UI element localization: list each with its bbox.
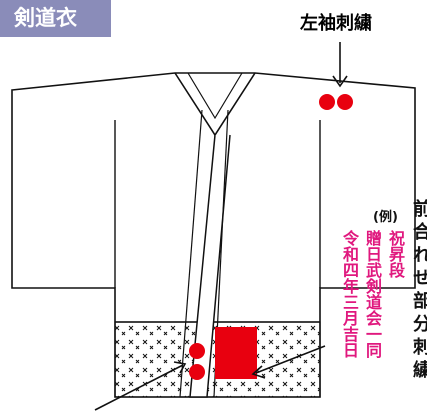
sleeve-embroidery-dot [319, 94, 335, 110]
right-text-1: 前 [410, 199, 427, 217]
right-text-7: 刺 [410, 337, 427, 355]
page-title: 剣道衣 [0, 0, 111, 37]
lapel [189, 134, 231, 398]
right-text-8: 繍 [410, 360, 427, 378]
right-text-5: 部 [410, 291, 427, 309]
front-embroidery-dot [189, 364, 205, 380]
example-label: (例) [373, 210, 398, 225]
right-text-6: 分 [410, 314, 427, 332]
sleeve-embroidery-dot [337, 94, 353, 110]
right-text-4: せ [410, 268, 427, 286]
front-embroidery-patch [215, 327, 257, 379]
left-sleeve-label: 左袖刺繍 [300, 13, 372, 34]
right-text-3: れ [410, 245, 427, 263]
embroidery-line-2: 贈日武剣道会一同 [363, 230, 382, 358]
right-text-2: 合 [410, 222, 427, 240]
embroidery-line-3: 令和四年三月吉日 [340, 230, 359, 358]
front-embroidery-dot [189, 343, 205, 359]
embroidery-line-1: 祝昇段 [386, 230, 405, 278]
